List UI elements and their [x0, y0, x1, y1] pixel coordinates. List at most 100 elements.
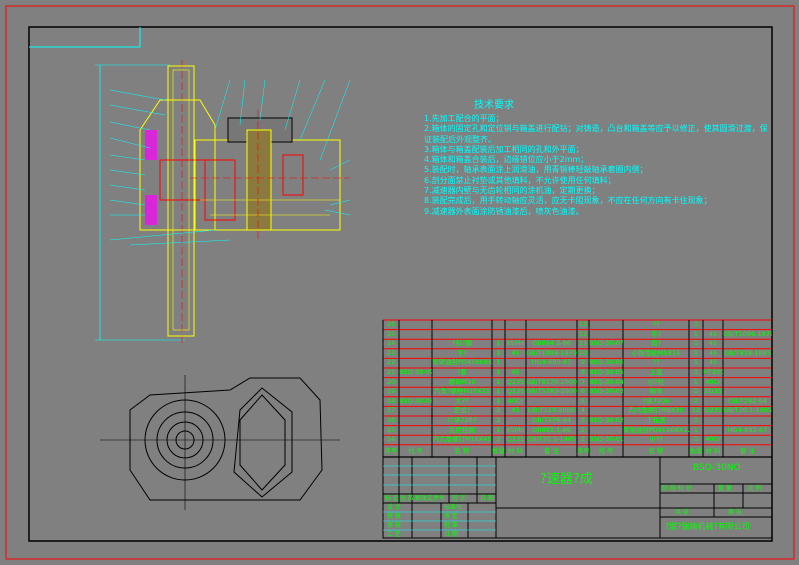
bom-cell: 1 — [693, 425, 699, 434]
bom-cell: 7 — [580, 377, 586, 386]
tech-req-title: 技术要求 — [474, 100, 514, 111]
bom-cell — [399, 426, 432, 436]
bom-cell: 1 — [693, 339, 699, 348]
bom-cell: 上盖 — [649, 368, 663, 376]
bom-cell — [723, 435, 772, 445]
bom-cell: 17 — [386, 406, 396, 415]
tech-req-item: 3.箱体与箱盖配装后加工相同的孔和外平面； — [424, 144, 584, 154]
bom-cell: 代 号 — [598, 446, 614, 455]
bom-cell — [589, 426, 623, 436]
bom-cell: BSQ-30-01 — [589, 435, 623, 444]
bom-cell: 1 — [693, 435, 699, 444]
bom-cell: Q235 — [506, 387, 525, 396]
tech-req-item: 1.先加工配合的平面； — [424, 114, 504, 123]
bom-cell: 名 称 — [454, 446, 470, 455]
bom-cell: 1 — [693, 348, 699, 357]
tech-req-item: 8.装配完成后，用手转动轴应灵活，应无卡阻现象，不应在任何方向有卡住现象； — [424, 196, 712, 206]
bom-cell: GB/T818-1985 — [724, 348, 771, 357]
bom-cell: 2 — [496, 435, 501, 444]
bom-cell: 螺母M10 — [448, 377, 476, 386]
bom-cell: 45 — [708, 329, 718, 338]
bom-grid — [382, 319, 773, 458]
bom-cell: 平? — [457, 348, 467, 357]
bom-cell: BSQ-30-08 — [399, 396, 432, 405]
section-view — [95, 60, 351, 345]
bom-cell — [399, 387, 432, 397]
bom-cell: 备 注 — [543, 446, 560, 455]
bom-cell — [703, 397, 723, 407]
tech-req-item: 4.箱体和箱盖合装后，边缘错位应小于2mm； — [424, 155, 589, 165]
bom-cell: 定位? — [453, 406, 471, 415]
bom-cell: 18 — [386, 396, 396, 405]
bom-cell: GB/T1096-1979 — [526, 348, 577, 357]
bom-cell: 六角?螺栓M10X25 — [433, 387, 491, 396]
bom-cell — [526, 397, 577, 407]
tech-req-item: 9.减速器外表面涂防锈油漆后，喷灰色油漆。 — [424, 206, 584, 216]
bom-cell: 数量 — [492, 446, 505, 455]
bom-cell: Q235 — [506, 377, 525, 386]
bom-cell: 15 — [386, 425, 396, 434]
bom-cell: 45 — [708, 348, 718, 357]
bom-cell: GB/T70.1-1985 — [526, 435, 577, 444]
bom-cell: 1 — [693, 377, 699, 386]
bom-cell: GB/T292-94 — [728, 396, 767, 405]
bom-cell: 大?? — [455, 396, 469, 405]
bom-cell: 1 — [693, 368, 699, 376]
bom-cell: 5 — [580, 396, 586, 405]
bom-cell — [723, 416, 772, 426]
bom-cell: BSQ-30-06 — [589, 358, 623, 367]
bom-cell: GB893.1-86 — [532, 425, 571, 434]
bom-cell: 45 — [708, 339, 718, 348]
company-name: ?盟?瑞精机械?有限公司 — [665, 522, 750, 531]
top-view — [100, 375, 340, 510]
bom-cell: 小锥齿轮M5X15 — [631, 348, 681, 357]
bom-cell — [589, 406, 623, 416]
bom-cell: 45 — [708, 358, 718, 367]
bom-cell — [723, 378, 772, 388]
bom-cell: 备 注 — [739, 446, 756, 455]
bom-cell — [526, 368, 577, 378]
bom-cell: 2 — [580, 425, 586, 434]
title-block-grid — [382, 456, 773, 539]
bom-cell: GB/T119-2000 — [528, 406, 575, 415]
bom-cell — [589, 397, 623, 407]
bom-cell — [526, 320, 577, 330]
drawing-code: BSQ-30NO — [693, 463, 741, 473]
bom-cell — [505, 416, 526, 426]
bom-cell: 内六角螺钉M6X30 — [628, 406, 684, 415]
bom-cell: 1 — [496, 425, 501, 434]
bom-cell — [723, 368, 772, 378]
bom-cell: Q235 — [506, 435, 525, 444]
bom-cell: 40Cr — [705, 435, 721, 444]
bom-cell: 孔用挡圈 — [449, 425, 475, 434]
bom-cell — [723, 387, 772, 397]
bom-cell: 序号 — [384, 446, 398, 455]
tech-req-item: 7.减速器内壁与无齿轮相同的涂机油，定期更换； — [424, 186, 600, 196]
bom-cell: 25 — [386, 329, 396, 338]
bom-cell — [505, 330, 526, 340]
bom-cell: 2 — [496, 416, 501, 424]
tech-req-item: 5.装配时，轴承表面涂上润滑油，用青铜棒轻敲轴承套圈内侧； — [424, 165, 648, 175]
bom-cell: 1 — [693, 416, 699, 424]
bom-cell: 9 — [580, 358, 586, 367]
bom-cell — [399, 349, 432, 359]
bom-cell: 序号 — [577, 446, 589, 455]
bom-cell: ZG35 — [704, 387, 722, 396]
bom-cell: 数量 — [689, 446, 703, 455]
tech-req-item: 6.剖分面禁止衬垫或其他填料，不允许使用任何填料； — [424, 175, 616, 185]
bom-cell: 12 — [691, 406, 701, 415]
bom-cell: HG4-692-67 — [531, 358, 572, 367]
bom-cell: 箱体 — [649, 387, 663, 396]
bom-cell: 平? — [651, 329, 661, 338]
tech-req-item: 2.箱体的固定孔和定位销与箱盖进行配钻；对铸造，凸台和箱盖等应予以修正，使其圆滑… — [424, 124, 768, 134]
bom-cell: 26 — [386, 320, 396, 328]
bom-cell: 代 号 — [407, 446, 424, 455]
bom-cell: 1 — [496, 396, 501, 405]
bom-cell: 3 — [580, 416, 586, 424]
bom-cell: 45 — [511, 406, 520, 415]
page-label: 第 张 — [728, 509, 742, 516]
bom-cell: 23 — [386, 348, 396, 357]
bom-cell: 1 — [496, 339, 501, 348]
